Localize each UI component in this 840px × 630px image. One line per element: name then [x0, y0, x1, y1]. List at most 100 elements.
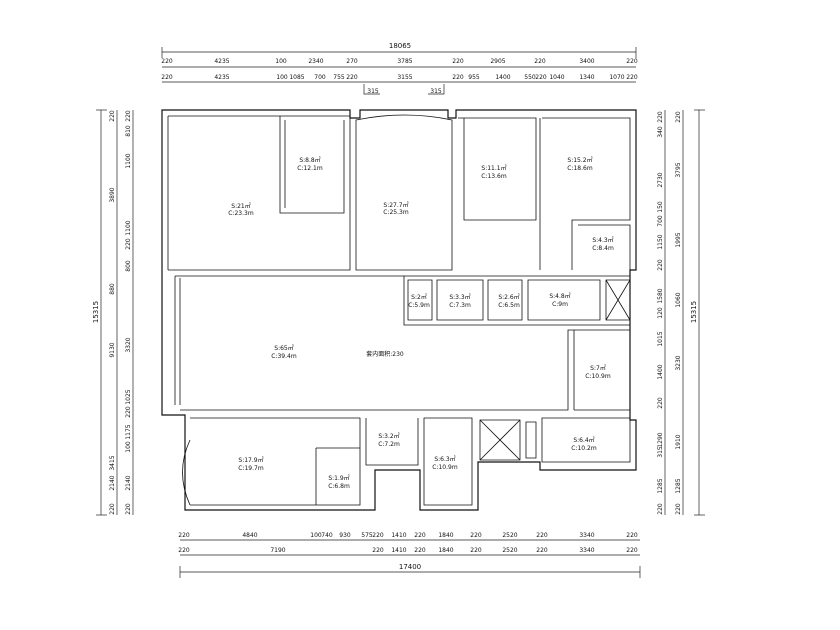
- svg-text:1290: 1290: [657, 432, 664, 447]
- svg-text:S:2㎡: S:2㎡: [411, 293, 427, 301]
- svg-text:1025: 1025: [125, 389, 132, 404]
- room-label: S:3.2㎡ C:7.2m: [378, 432, 400, 448]
- svg-text:S:4.3㎡: S:4.3㎡: [592, 236, 613, 244]
- svg-text:2140: 2140: [125, 475, 132, 490]
- svg-text:220: 220: [178, 547, 190, 554]
- svg-text:S:2.6㎡: S:2.6㎡: [498, 293, 519, 301]
- svg-text:220: 220: [452, 74, 464, 81]
- svg-text:7190: 7190: [270, 547, 285, 554]
- svg-text:220: 220: [161, 58, 173, 65]
- svg-text:100: 100: [310, 532, 322, 539]
- svg-text:220: 220: [161, 74, 173, 81]
- svg-text:S:3.2㎡: S:3.2㎡: [378, 432, 399, 440]
- svg-text:3320: 3320: [125, 337, 132, 352]
- svg-text:1015: 1015: [657, 331, 664, 346]
- svg-text:2905: 2905: [490, 58, 505, 65]
- svg-text:S:21㎡: S:21㎡: [231, 202, 250, 210]
- svg-text:1410: 1410: [391, 532, 406, 539]
- svg-text:S:6.3㎡: S:6.3㎡: [434, 455, 455, 463]
- svg-text:1910: 1910: [675, 434, 682, 449]
- svg-text:1400: 1400: [495, 74, 510, 81]
- svg-text:C:5.9m: C:5.9m: [408, 302, 430, 309]
- svg-text:220: 220: [657, 397, 664, 409]
- svg-text:1285: 1285: [675, 478, 682, 493]
- room-label: S:21㎡ C:23.3m: [228, 202, 254, 217]
- svg-text:220: 220: [372, 532, 384, 539]
- svg-text:100: 100: [275, 58, 287, 65]
- svg-text:220: 220: [626, 74, 638, 81]
- svg-text:220: 220: [178, 532, 190, 539]
- svg-text:2520: 2520: [502, 547, 517, 554]
- svg-text:3785: 3785: [397, 58, 412, 65]
- svg-text:3230: 3230: [675, 355, 682, 370]
- svg-text:9130: 9130: [109, 342, 116, 357]
- svg-text:2520: 2520: [502, 532, 517, 539]
- room-labels: S:21㎡ C:23.3m S:8.8㎡ C:12.1m S:27.7㎡ C:2…: [228, 156, 614, 490]
- svg-text:C:6.5m: C:6.5m: [498, 302, 520, 309]
- svg-text:1175: 1175: [125, 424, 132, 439]
- svg-text:3340: 3340: [579, 532, 594, 539]
- room-label: S:11.1㎡ C:13.6m: [481, 164, 507, 180]
- right-dimensions: 220 340 2730 150 700 1150 220 1580 120 1…: [657, 109, 705, 516]
- svg-text:S:15.2㎡: S:15.2㎡: [567, 156, 592, 164]
- room-label: S:1.9㎡ C:6.8m: [328, 474, 350, 490]
- inner-area-label: 套内面积:230: [366, 350, 404, 358]
- svg-text:955: 955: [468, 74, 480, 81]
- svg-text:930: 930: [339, 532, 351, 539]
- svg-text:1070: 1070: [609, 74, 624, 81]
- svg-text:1410: 1410: [391, 547, 406, 554]
- svg-text:C:39.4m: C:39.4m: [271, 353, 297, 360]
- svg-text:220: 220: [534, 58, 546, 65]
- room-label: S:8.8㎡ C:12.1m: [297, 156, 323, 172]
- room-label: S:6.4㎡ C:10.2m: [571, 436, 597, 452]
- svg-text:810: 810: [125, 125, 132, 137]
- svg-text:C:10.9m: C:10.9m: [585, 373, 611, 380]
- svg-text:220: 220: [346, 74, 358, 81]
- svg-text:100: 100: [125, 441, 132, 453]
- svg-text:220: 220: [125, 503, 132, 515]
- svg-text:800: 800: [125, 260, 132, 272]
- svg-text:270: 270: [346, 58, 358, 65]
- room-label: S:65㎡ C:39.4m: [271, 344, 297, 360]
- room-label: S:27.7㎡ C:25.3m: [383, 201, 409, 216]
- svg-text:S:17.9㎡: S:17.9㎡: [238, 456, 263, 464]
- room-label: S:17.9㎡ C:19.7m: [238, 456, 264, 472]
- svg-text:C:18.6m: C:18.6m: [567, 165, 593, 172]
- svg-text:3890: 3890: [109, 187, 116, 202]
- svg-text:315: 315: [657, 446, 664, 458]
- svg-text:C:6.8m: C:6.8m: [328, 483, 350, 490]
- svg-text:1150: 1150: [657, 234, 664, 249]
- svg-text:880: 880: [109, 283, 116, 295]
- svg-text:1285: 1285: [657, 478, 664, 493]
- svg-text:S:27.7㎡: S:27.7㎡: [383, 201, 408, 209]
- svg-text:1580: 1580: [657, 288, 664, 303]
- svg-text:C:12.1m: C:12.1m: [297, 165, 323, 172]
- svg-text:S:1.9㎡: S:1.9㎡: [328, 474, 349, 482]
- svg-text:3155: 3155: [397, 74, 412, 81]
- room-label: S:7㎡ C:10.9m: [585, 364, 611, 380]
- svg-text:220: 220: [536, 532, 548, 539]
- svg-text:2140: 2140: [109, 475, 116, 490]
- svg-text:740: 740: [321, 532, 333, 539]
- svg-text:220: 220: [657, 503, 664, 515]
- svg-text:575: 575: [361, 532, 373, 539]
- svg-text:755: 755: [333, 74, 345, 81]
- svg-text:700: 700: [314, 74, 326, 81]
- svg-text:220: 220: [125, 238, 132, 250]
- room-label: S:15.2㎡ C:18.6m: [567, 156, 593, 172]
- svg-text:4840: 4840: [242, 532, 257, 539]
- svg-text:3400: 3400: [579, 58, 594, 65]
- svg-text:1840: 1840: [438, 532, 453, 539]
- top-total-dim: 18065: [389, 42, 411, 50]
- walls: [161, 109, 637, 511]
- svg-text:3795: 3795: [675, 162, 682, 177]
- svg-text:1040: 1040: [549, 74, 564, 81]
- svg-text:C:10.9m: C:10.9m: [432, 464, 458, 471]
- svg-text:220: 220: [125, 406, 132, 418]
- svg-text:700: 700: [657, 215, 664, 227]
- svg-text:S:11.1㎡: S:11.1㎡: [481, 164, 506, 172]
- svg-text:1840: 1840: [438, 547, 453, 554]
- svg-text:220: 220: [626, 532, 638, 539]
- svg-text:1400: 1400: [657, 364, 664, 379]
- svg-text:C:9m: C:9m: [552, 301, 568, 308]
